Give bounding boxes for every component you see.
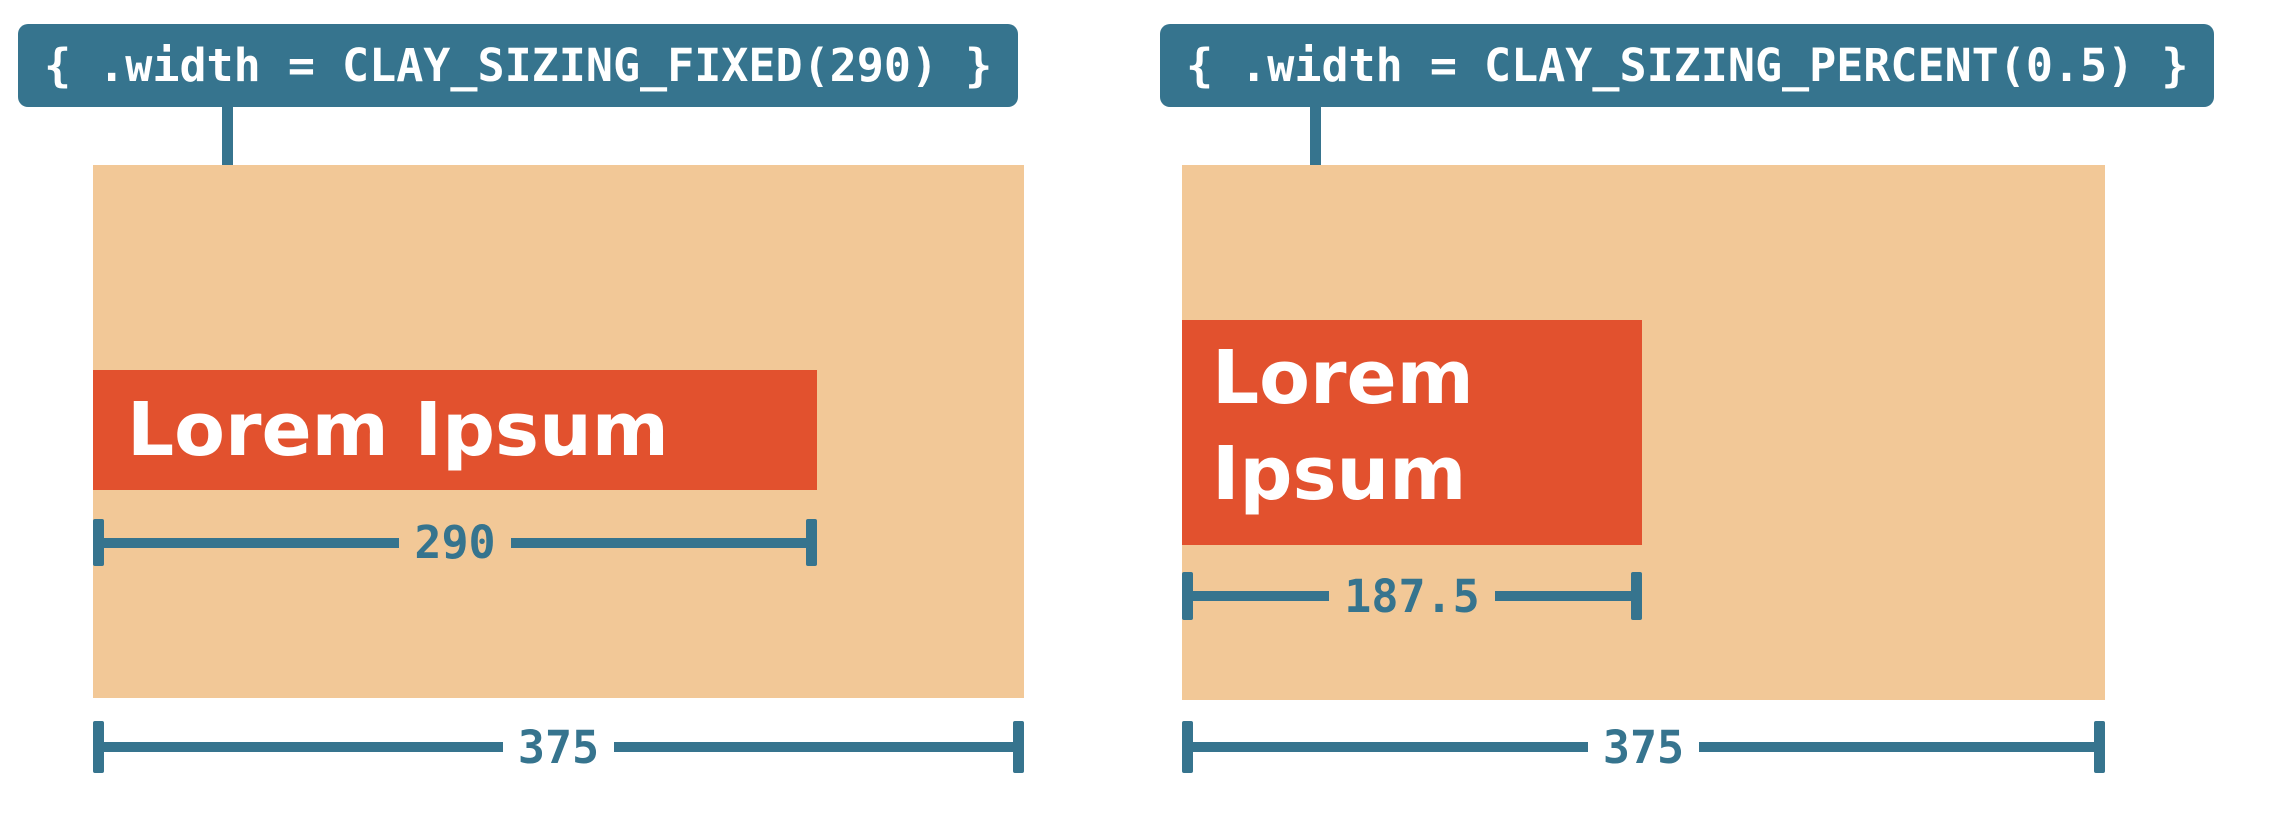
dimension-tick-right (1013, 721, 1024, 773)
dimension-bar (1193, 742, 1588, 752)
dimension-value: 187.5 (1344, 569, 1480, 623)
dimension-tick-left (93, 519, 104, 566)
sized-element-percent: Lorem Ipsum (1182, 320, 1642, 545)
container-width-dimension: 375 (1182, 721, 2105, 773)
dimension-bar (510, 537, 806, 548)
dimension-tick-left (1182, 572, 1193, 620)
element-label-line2: Ipsum (1212, 431, 1467, 517)
dimension-bar (104, 537, 400, 548)
dimension-bar (1699, 742, 2094, 752)
dimension-tick-right (806, 519, 817, 566)
dimension-tick-right (2094, 721, 2105, 773)
dimension-bar (104, 742, 503, 752)
element-label-line1: Lorem (1212, 335, 1474, 421)
element-width-dimension: 290 (93, 519, 817, 566)
element-width-dimension: 187.5 (1182, 572, 1642, 620)
dimension-tick-right (1631, 572, 1642, 620)
dimension-value: 290 (414, 516, 496, 569)
dimension-bar (1193, 591, 1330, 601)
dimension-value: 375 (517, 720, 600, 774)
dimension-tick-left (93, 721, 104, 773)
sized-element-fixed: Lorem Ipsum (93, 370, 817, 490)
dimension-value: 375 (1602, 720, 1685, 774)
element-label: Lorem Ipsum (127, 387, 669, 473)
dimension-tick-left (1182, 721, 1193, 773)
dimension-bar (1494, 591, 1631, 601)
code-badge-fixed: { .width = CLAY_SIZING_FIXED(290) } (18, 24, 1019, 107)
dimension-bar (614, 742, 1013, 752)
code-badge-percent: { .width = CLAY_SIZING_PERCENT(0.5) } (1160, 24, 2215, 107)
container-width-dimension: 375 (93, 721, 1024, 773)
